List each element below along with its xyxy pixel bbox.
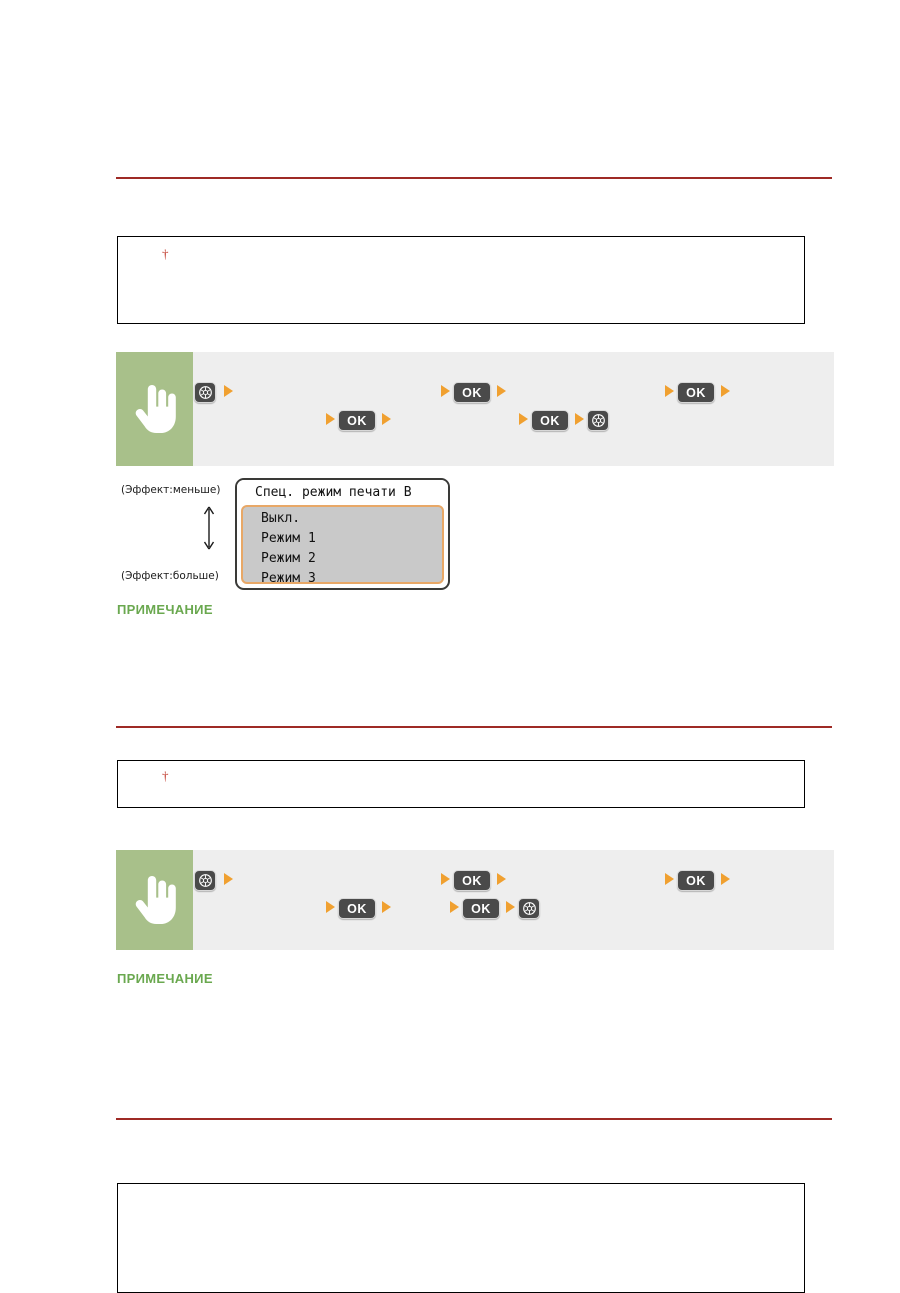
ok-key-2c[interactable]: OK: [338, 898, 376, 919]
note-heading-1: ПРИМЕЧАНИЕ: [117, 602, 213, 617]
step-arrow-2e: [721, 873, 730, 885]
menu-key-icon: [198, 874, 212, 887]
step-arrow-2c: [497, 873, 506, 885]
dagger-marker-2: †: [162, 768, 169, 783]
step-arrow-2d: [665, 873, 674, 885]
ok-key-1d[interactable]: OK: [531, 410, 569, 431]
step-arrow-2h: [450, 901, 459, 913]
menu-key-icon: [198, 386, 212, 399]
step-arrow-1e: [721, 385, 730, 397]
hand-panel-1: [116, 352, 193, 466]
effect-less-label: (Эффект:меньше): [121, 484, 221, 496]
step-arrow-1i: [575, 413, 584, 425]
ok-key-1a[interactable]: OK: [453, 382, 491, 403]
step-arrow-1d: [665, 385, 674, 397]
step-arrow-2i: [506, 901, 515, 913]
lcd-option-item[interactable]: Режим 1: [261, 531, 316, 546]
step-arrow-1g: [382, 413, 391, 425]
section-divider-1: [116, 177, 832, 179]
effect-more-label: (Эффект:больше): [121, 570, 219, 582]
step-arrow-2b: [441, 873, 450, 885]
step-arrow-1c: [497, 385, 506, 397]
section-divider-2: [116, 726, 832, 728]
lcd-option-item[interactable]: Режим 2: [261, 551, 316, 566]
ok-key-2a[interactable]: OK: [453, 870, 491, 891]
menu-key-icon: [522, 902, 536, 915]
note-box-2: †: [117, 760, 805, 808]
ok-key-1c[interactable]: OK: [338, 410, 376, 431]
lcd-screen: Спец. режим печати B Выкл. Режим 1 Режим…: [235, 478, 450, 590]
menu-key-2b[interactable]: [518, 898, 540, 919]
step-arrow-1b: [441, 385, 450, 397]
lcd-figure: (Эффект:меньше) (Эффект:больше) Спец. ре…: [117, 478, 457, 596]
ok-key-2b[interactable]: OK: [677, 870, 715, 891]
lcd-option-item[interactable]: Режим 3: [261, 571, 316, 584]
menu-key-2a[interactable]: [194, 870, 216, 891]
menu-key-1b[interactable]: [587, 410, 609, 431]
note-box-1: †: [117, 236, 805, 324]
lcd-option-list[interactable]: Выкл. Режим 1 Режим 2 Режим 3: [241, 505, 444, 584]
ok-key-1b[interactable]: OK: [677, 382, 715, 403]
procedure-strip-2: OK OK OK OK: [116, 850, 834, 950]
hand-panel-2: [116, 850, 193, 950]
ok-key-2d[interactable]: OK: [462, 898, 500, 919]
step-arrow-2g: [382, 901, 391, 913]
menu-key-1a[interactable]: [194, 382, 216, 403]
lcd-title: Спец. режим печати B: [237, 480, 448, 505]
menu-key-icon: [591, 414, 605, 427]
step-arrow-2a: [224, 873, 233, 885]
step-arrow-1h: [519, 413, 528, 425]
note-heading-2: ПРИМЕЧАНИЕ: [117, 971, 213, 986]
dagger-marker-1: †: [162, 246, 169, 261]
step-arrow-1a: [224, 385, 233, 397]
procedure-strip-1: OK OK OK OK: [116, 352, 834, 466]
section-divider-3: [116, 1118, 832, 1120]
step-arrow-1f: [326, 413, 335, 425]
step-arrow-2f: [326, 901, 335, 913]
effect-range-arrow: [203, 506, 215, 550]
pointing-hand-icon: [135, 876, 176, 924]
note-box-3: [117, 1183, 805, 1293]
lcd-option-item[interactable]: Выкл.: [261, 511, 301, 526]
pointing-hand-icon: [135, 385, 176, 433]
